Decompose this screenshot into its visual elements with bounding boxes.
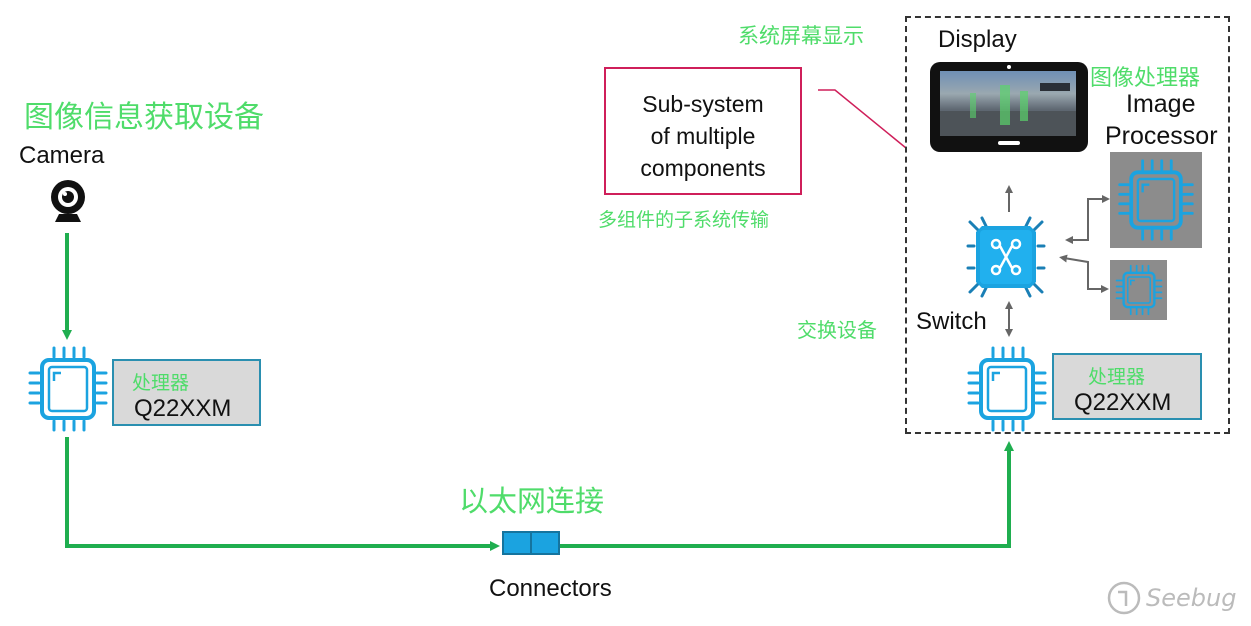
subsystem-pointer-line [818, 89, 907, 149]
right-processor-zh: 处理器 [1088, 366, 1146, 388]
switch-zh-label: 交换设备 [797, 318, 877, 342]
connectors-label: Connectors [489, 575, 612, 602]
left-processor-zh: 处理器 [132, 372, 190, 394]
camera-label: Camera [19, 142, 105, 169]
camera-section-title: 图像信息获取设备 [24, 100, 264, 135]
left-processor-label-box: 处理器 Q22XXM [112, 359, 261, 426]
image-processor-tile [1110, 152, 1202, 248]
small-processor-tile [1110, 260, 1167, 320]
connector-icon [502, 531, 560, 555]
subsystem-zh-label: 多组件的子系统传输 [598, 209, 770, 231]
chip-icon [1118, 159, 1194, 241]
chip-icon [967, 346, 1047, 432]
display-label: Display [938, 26, 1017, 53]
right-processor-label-box: 处理器 Q22XXM [1052, 353, 1202, 420]
connector-to-right-processor-wire [560, 441, 1014, 548]
image-processor-en-line2: Processor [1105, 122, 1218, 150]
display-screen [940, 71, 1076, 136]
processor-to-connector-wire [65, 437, 500, 551]
chip-icon [1115, 264, 1163, 316]
right-processor-model: Q22XXM [1074, 389, 1172, 416]
subsystem-line3: components [640, 155, 766, 181]
display-zh-label: 系统屏幕显示 [738, 24, 864, 48]
camera-icon [51, 180, 85, 222]
tablet-display-icon [930, 62, 1088, 152]
seebug-watermark: Seebug [1146, 584, 1237, 612]
image-processor-en-line1: Image [1126, 90, 1196, 118]
left-processor-model: Q22XXM [134, 395, 232, 422]
switch-label: Switch [916, 308, 987, 335]
seebug-logo-icon [1107, 581, 1141, 615]
subsystem-line1: Sub-system [642, 91, 764, 117]
switch-icon [966, 216, 1046, 298]
ethernet-label: 以太网连接 [459, 484, 605, 518]
switch-to-small-processor-arrow [1059, 254, 1109, 293]
chip-icon [28, 346, 108, 432]
system-dashed-boundary [905, 16, 1230, 434]
image-processor-zh: 图像处理器 [1090, 66, 1201, 91]
subsystem-line2: of multiple [650, 123, 756, 149]
subsystem-box: Sub-system of multiple components [604, 67, 802, 195]
switch-to-image-processor-arrow [1065, 195, 1110, 244]
